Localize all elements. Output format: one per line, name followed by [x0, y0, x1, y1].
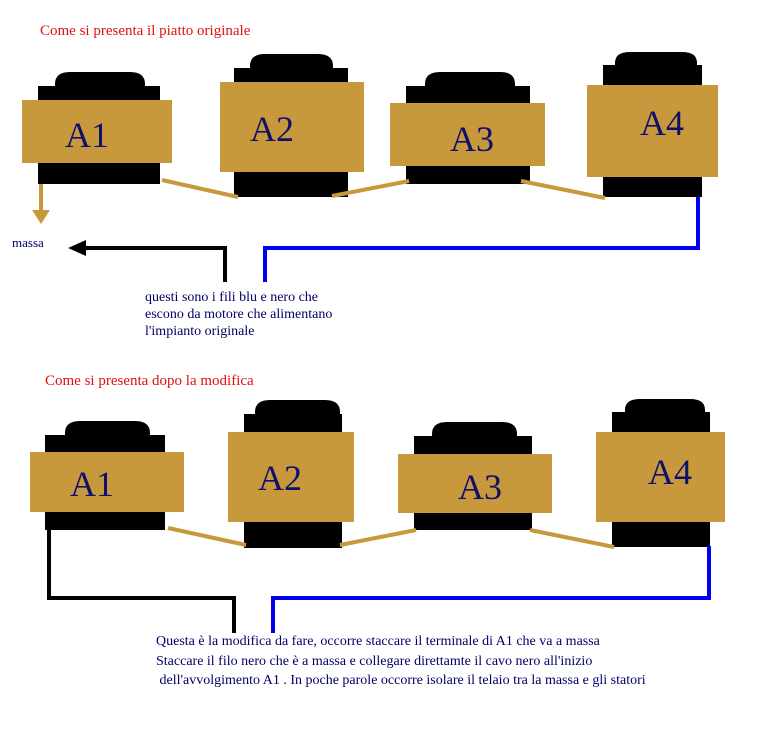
top-ground-label: massa — [12, 235, 44, 250]
top-link-a2-a3 — [331, 179, 410, 198]
top-note-line-3: l'impianto originale — [145, 324, 254, 339]
top-coil-a4-label: A4 — [640, 103, 684, 143]
bottom-coil-a1: A1 — [30, 421, 184, 530]
bottom-link-a2-a3 — [339, 528, 417, 547]
top-coil-a1-label: A1 — [65, 115, 109, 155]
top-coil-a3: A3 — [390, 72, 545, 184]
top-coil-a2-winding — [220, 82, 364, 172]
top-note: questi sono i fili blu e nero che escono… — [145, 290, 332, 339]
bottom-note: Questa è la modifica da fare, occorre st… — [156, 634, 646, 688]
bottom-black-wire — [47, 530, 236, 633]
bottom-coil-a3: A3 — [398, 422, 552, 530]
bottom-coil-a3-winding — [398, 454, 552, 513]
top-coil-a2-label: A2 — [250, 109, 294, 149]
bottom-link-a1-a2 — [167, 526, 247, 547]
bottom-coil-a1-label: A1 — [70, 464, 114, 504]
bottom-note-line-2: Staccare il filo nero che è a massa e co… — [156, 654, 592, 669]
top-link-a3-a4 — [520, 179, 606, 200]
top-ground-arrow — [32, 184, 50, 224]
bottom-heading: Come si presenta dopo la modifica — [45, 373, 254, 389]
bottom-blue-wire — [271, 546, 711, 633]
top-heading: Come si presenta il piatto originale — [40, 23, 251, 39]
bottom-coil-a4-winding — [596, 432, 725, 522]
top-coil-a1-winding — [22, 100, 172, 163]
top-note-line-2: escono da motore che alimentano — [145, 307, 332, 322]
top-black-wire — [68, 240, 227, 282]
bottom-coil-a2-winding — [228, 432, 354, 522]
top-link-a1-a2 — [161, 178, 239, 199]
bottom-note-line-1: Questa è la modifica da fare, occorre st… — [156, 634, 601, 649]
top-coil-a4: A4 — [587, 52, 718, 197]
bottom-note-line-3: dell'avvolgimento A1 . In poche parole o… — [156, 673, 646, 688]
top-coil-a3-label: A3 — [450, 119, 494, 159]
top-coil-a3-winding — [390, 103, 545, 166]
top-coil-a2: A2 — [220, 54, 364, 197]
bottom-coil-a2-label: A2 — [258, 458, 302, 498]
bottom-coil-a3-label: A3 — [458, 467, 502, 507]
bottom-coil-a4: A4 — [596, 399, 725, 547]
top-coil-a4-winding — [587, 85, 718, 177]
bottom-coil-a1-winding — [30, 452, 184, 512]
bottom-link-a3-a4 — [529, 528, 615, 549]
top-coil-a1: A1 — [22, 72, 172, 184]
bottom-coil-a2: A2 — [228, 400, 354, 548]
top-note-line-1: questi sono i fili blu e nero che — [145, 290, 318, 305]
top-blue-wire — [263, 197, 700, 282]
bottom-coil-a4-label: A4 — [648, 452, 692, 492]
